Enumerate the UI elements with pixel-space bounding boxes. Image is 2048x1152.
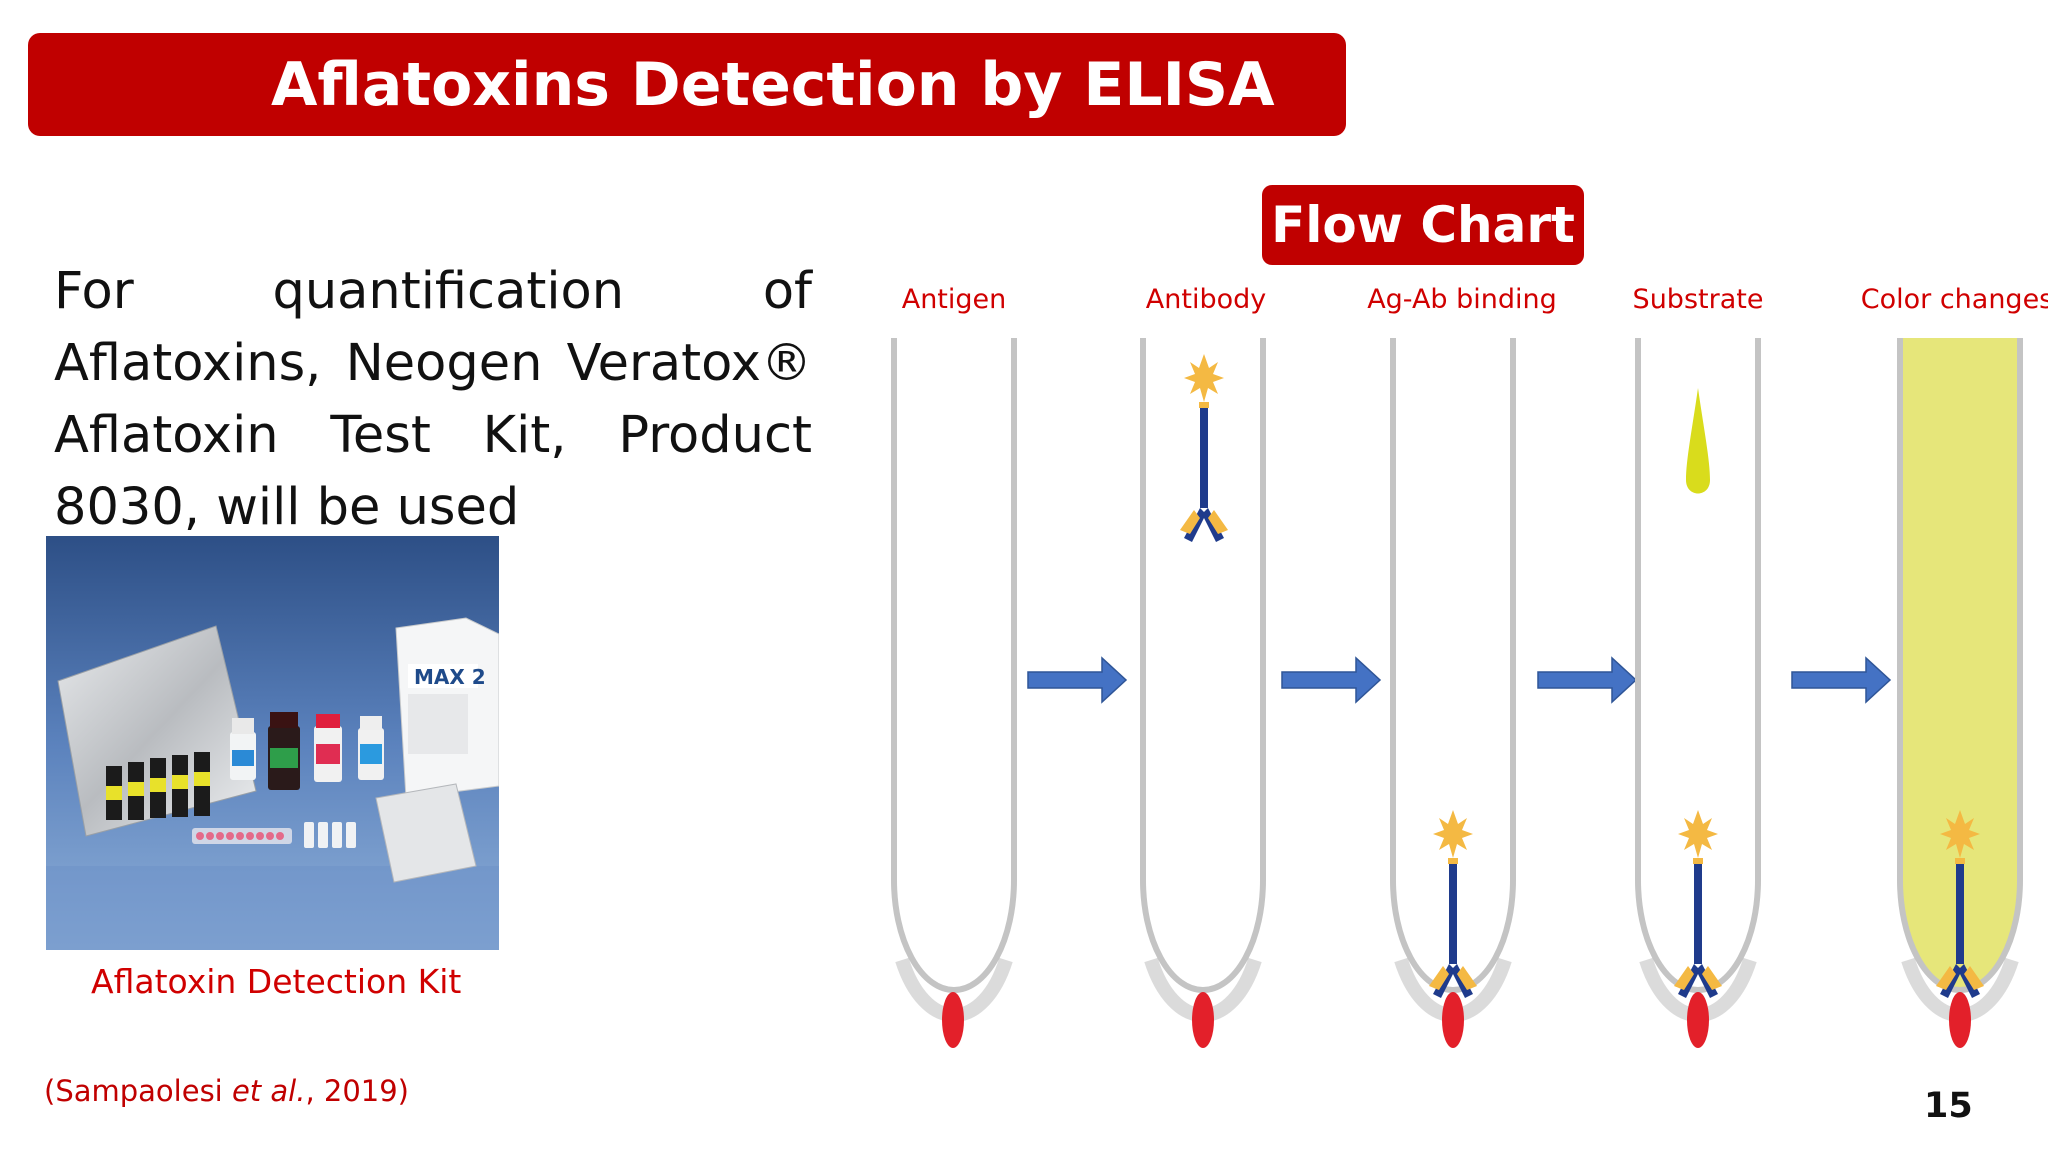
intro-line-2: Aflatoxins, Neogen Veratox® xyxy=(54,334,812,393)
antigen-marker xyxy=(1687,992,1709,1048)
elisa-flow-diagram xyxy=(891,338,2023,1048)
antigen-marker xyxy=(1192,992,1214,1048)
substrate-drop-icon xyxy=(1686,388,1710,494)
arrow-2 xyxy=(1281,656,1382,704)
kit-caption: Aflatoxin Detection Kit xyxy=(91,962,462,1001)
intro-line-4: 8030, will be used xyxy=(54,478,520,537)
citation-suffix: , 2019) xyxy=(305,1074,409,1108)
antibody-icon xyxy=(1429,810,1477,998)
title-banner: Aflatoxins Detection by ELISA xyxy=(28,33,1346,136)
tube-antigen xyxy=(891,338,1017,1048)
intro-line-1: For quantification of xyxy=(54,262,812,321)
antibody-icon xyxy=(1674,810,1722,998)
step-label-substrate: Substrate xyxy=(1632,284,1764,315)
arrow-1 xyxy=(1027,656,1128,704)
citation-italic: et al. xyxy=(231,1074,306,1108)
step-label-color-changes: Color changes xyxy=(1860,284,2048,315)
flow-chart-title: Flow Chart xyxy=(1271,196,1575,254)
slide-title: Aflatoxins Detection by ELISA xyxy=(271,49,1275,120)
intro-line-3: Aflatoxin Test Kit, Product xyxy=(54,406,812,465)
step-label-ag-ab-binding: Ag-Ab binding xyxy=(1367,284,1557,315)
arrow-4 xyxy=(1791,656,1892,704)
flow-chart-badge: Flow Chart xyxy=(1262,185,1584,265)
antibody-icon xyxy=(1180,354,1228,542)
intro-paragraph: For quantification of Aflatoxins, Neogen… xyxy=(54,256,812,544)
antigen-marker xyxy=(1442,992,1464,1048)
aflatoxin-kit-photo: MAX 2 xyxy=(46,536,499,950)
citation: (Sampaolesi et al., 2019) xyxy=(44,1074,409,1108)
step-label-antigen: Antigen xyxy=(901,284,1007,315)
tube-antibody xyxy=(1140,338,1266,1048)
tube-color-changes xyxy=(1897,338,2023,1048)
tube-substrate xyxy=(1635,338,1761,1048)
tube-ag-ab-binding xyxy=(1390,338,1516,1048)
reagent-vials-black xyxy=(106,752,210,820)
step-label-antibody: Antibody xyxy=(1145,284,1267,315)
kit-box-label: MAX 2 xyxy=(414,665,486,689)
citation-prefix: (Sampaolesi xyxy=(44,1074,232,1108)
antigen-marker xyxy=(1949,992,1971,1048)
arrow-3 xyxy=(1537,656,1638,704)
antigen-marker xyxy=(942,992,964,1048)
page-number: 15 xyxy=(1924,1086,1973,1126)
